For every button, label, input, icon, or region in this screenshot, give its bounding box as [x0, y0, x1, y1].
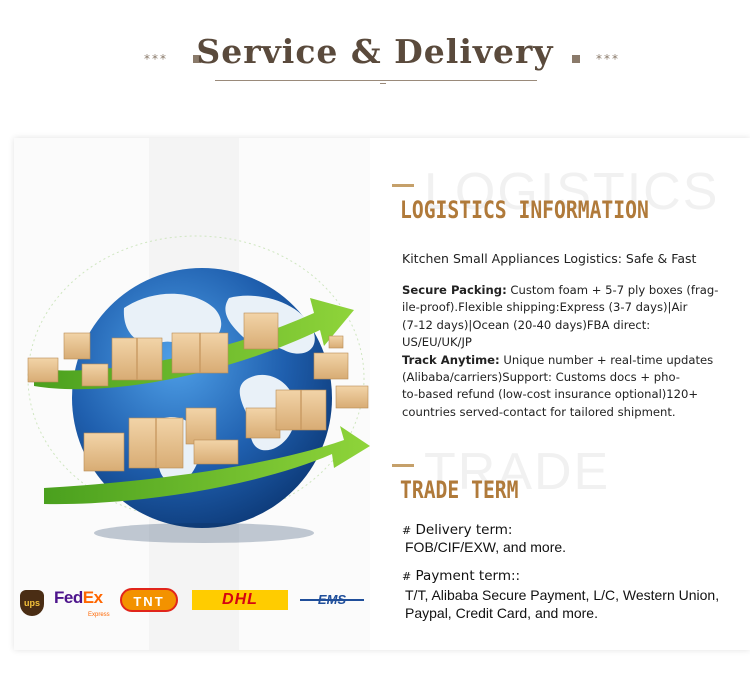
payment-term: # Payment term:: T/T, Alibaba Secure Pay… [402, 568, 719, 622]
header-square-right-icon [572, 55, 580, 63]
trade-accent-bar [392, 464, 414, 467]
logistics-subtitle: Kitchen Small Appliances Logistics: Safe… [402, 251, 697, 266]
track-line-1: (Alibaba/carriers)Support: Customs docs … [402, 370, 680, 385]
delivery-term: # Delivery term: FOB/CIF/EXW, and more. [402, 522, 566, 556]
delivery-term-heading: # Delivery term: [402, 522, 566, 538]
page-title: Service & Delivery [196, 32, 554, 71]
fedex-logo-fed: Fed [54, 588, 83, 607]
dhl-logo-icon: DHL [192, 590, 288, 610]
logistics-title: LOGISTICS INFORMATION [400, 196, 649, 224]
fedex-logo-sub: Express [88, 612, 110, 618]
trade-title: TRADE TERM [400, 476, 519, 504]
delivery-hash: # [402, 524, 412, 537]
logistics-bg-word: LOGISTICS [424, 163, 720, 221]
fedex-logo-ex: Ex [82, 588, 103, 607]
logistics-accent-bar [392, 184, 414, 187]
packing-line-0: Secure Packing: Custom foam + 5-7 ply bo… [402, 282, 742, 299]
payment-term-line-1: Paypal, Credit Card, and more. [405, 605, 598, 621]
payment-term-heading: # Payment term:: [402, 568, 719, 584]
delivery-term-label: Delivery term: [415, 522, 513, 538]
packing-line-3: US/EU/UK/JP [402, 335, 472, 350]
packing-text-0: Custom foam + 5-7 ply boxes (frag- [510, 283, 719, 297]
payment-hash: # [402, 570, 412, 583]
track-line-3: countries served-contact for tailored sh… [402, 404, 676, 419]
track-line-0: Track Anytime: Unique number + real-time… [402, 352, 742, 369]
track-label: Track Anytime: [402, 352, 500, 367]
ems-logo-icon: EMS [300, 590, 364, 610]
header-square-left-icon [193, 55, 201, 63]
payment-term-line-0: T/T, Alibaba Secure Payment, L/C, Wester… [405, 587, 720, 603]
illustration-panel: ups FedEx Express TNT DHL EMS [14, 138, 370, 650]
logistics-body: Secure Packing: Custom foam + 5-7 ply bo… [402, 282, 742, 421]
globe-shipping-icon [27, 235, 370, 543]
packing-label: Secure Packing: [402, 283, 507, 297]
tnt-logo-icon: TNT [120, 588, 178, 612]
fedex-logo-icon: FedEx [54, 588, 103, 608]
delivery-term-value: FOB/CIF/EXW, and more. [405, 539, 567, 555]
header-underline-notch [380, 81, 386, 84]
packing-line-2: (7-12 days)|Ocean (20-40 days)FBA direct… [402, 317, 651, 332]
ups-logo-icon: ups [20, 590, 44, 616]
payment-term-label: Payment term:: [415, 568, 521, 584]
carrier-logos: ups FedEx Express TNT DHL EMS [14, 580, 370, 620]
header-stars-right: *** [596, 52, 620, 66]
trade-bg-word: TRADE [424, 443, 611, 501]
track-line-2: to-based refund (low-cost insurance opti… [402, 387, 699, 402]
header-stars-left: *** [144, 52, 168, 66]
header-underline [215, 80, 537, 81]
section-header: *** Service & Delivery *** [0, 0, 750, 100]
track-text-0: Unique number + real-time updates [503, 352, 714, 367]
packing-line-1: ile-proof).Flexible shipping:Express (3-… [402, 300, 688, 315]
content-card: ups FedEx Express TNT DHL EMS LOGISTICS … [14, 138, 750, 650]
